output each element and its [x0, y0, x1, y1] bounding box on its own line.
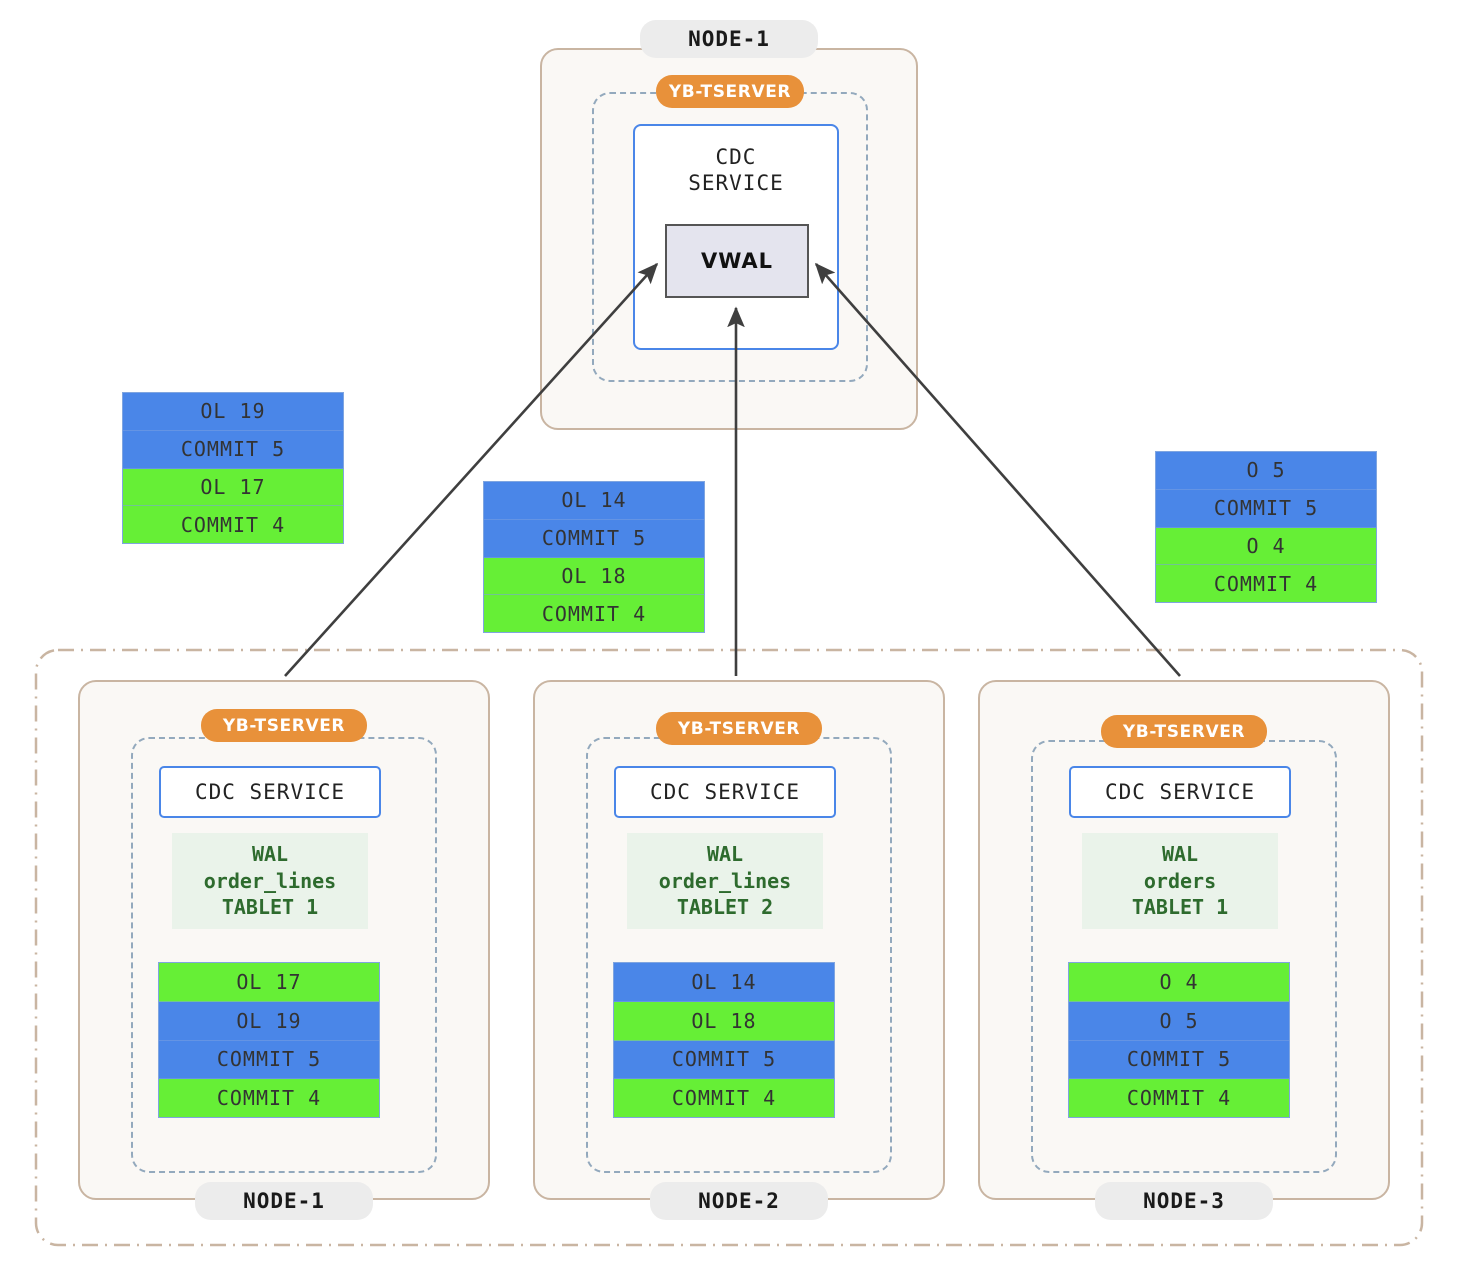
vwal-box: VWAL — [665, 224, 809, 298]
record-row: COMMIT 4 — [159, 1079, 379, 1117]
record-row: COMMIT 5 — [484, 519, 704, 558]
wal-line-1: WAL — [706, 841, 744, 866]
bottom-node-2-tserver-pill: YB-TSERVER — [656, 712, 822, 745]
bottom-node-3-tserver-pill: YB-TSERVER — [1101, 715, 1267, 748]
bottom-node-1-record-stack: OL 17 OL 19 COMMIT 5 COMMIT 4 — [158, 962, 380, 1118]
bottom-node-1-wal-box: WAL order_lines TABLET 1 — [172, 833, 368, 929]
right-record-stack: O 5 COMMIT 5 O 4 COMMIT 4 — [1155, 451, 1377, 603]
bottom-node-2-wal-box: WAL order_lines TABLET 2 — [627, 833, 823, 929]
wal-line-3: TABLET 2 — [676, 895, 774, 920]
record-row: O 5 — [1156, 452, 1376, 490]
wal-line-1: WAL — [1161, 841, 1199, 866]
top-cdc-line-1: CDC — [715, 145, 757, 169]
bottom-node-1-label: NODE-1 — [195, 1182, 373, 1220]
wal-line-2: order_lines — [658, 868, 792, 893]
bottom-node-2-record-stack: OL 14 OL 18 COMMIT 5 COMMIT 4 — [613, 962, 835, 1118]
bottom-node-2-cdc-service: CDC SERVICE — [614, 766, 836, 818]
record-row: OL 14 — [614, 963, 834, 1002]
wal-line-3: TABLET 1 — [1131, 895, 1229, 920]
top-cdc-line-2: SERVICE — [688, 171, 784, 196]
wal-line-2: orders — [1143, 868, 1217, 893]
record-row: OL 18 — [484, 557, 704, 596]
record-row: OL 17 — [123, 468, 343, 507]
record-row: OL 18 — [614, 1001, 834, 1041]
record-row: COMMIT 4 — [1156, 565, 1376, 602]
record-row: COMMIT 5 — [159, 1040, 379, 1080]
record-row: O 5 — [1069, 1001, 1289, 1041]
record-row: O 4 — [1156, 527, 1376, 566]
record-row: COMMIT 4 — [123, 506, 343, 543]
top-node-label: NODE-1 — [640, 20, 818, 58]
wal-line-2: order_lines — [203, 868, 337, 893]
wal-line-3: TABLET 1 — [221, 895, 319, 920]
record-row: OL 19 — [123, 393, 343, 431]
record-row: COMMIT 5 — [1069, 1040, 1289, 1080]
bottom-node-2-label: NODE-2 — [650, 1182, 828, 1220]
bottom-node-3-label: NODE-3 — [1095, 1182, 1273, 1220]
wal-line-1: WAL — [251, 841, 289, 866]
record-row: COMMIT 5 — [123, 430, 343, 469]
record-row: OL 17 — [159, 963, 379, 1002]
bottom-node-1-cdc-service: CDC SERVICE — [159, 766, 381, 818]
record-row: COMMIT 4 — [484, 595, 704, 632]
record-row: COMMIT 5 — [1156, 489, 1376, 528]
bottom-node-3-record-stack: O 4 O 5 COMMIT 5 COMMIT 4 — [1068, 962, 1290, 1118]
record-row: OL 14 — [484, 482, 704, 520]
bottom-node-1-tserver-pill: YB-TSERVER — [201, 709, 367, 742]
top-tserver-pill: YB-TSERVER — [656, 75, 804, 108]
bottom-node-3-wal-box: WAL orders TABLET 1 — [1082, 833, 1278, 929]
middle-record-stack: OL 14 COMMIT 5 OL 18 COMMIT 4 — [483, 481, 705, 633]
left-record-stack: OL 19 COMMIT 5 OL 17 COMMIT 4 — [122, 392, 344, 544]
record-row: COMMIT 4 — [614, 1079, 834, 1117]
record-row: COMMIT 5 — [614, 1040, 834, 1080]
record-row: COMMIT 4 — [1069, 1079, 1289, 1117]
record-row: OL 19 — [159, 1001, 379, 1041]
record-row: O 4 — [1069, 963, 1289, 1002]
bottom-node-3-cdc-service: CDC SERVICE — [1069, 766, 1291, 818]
